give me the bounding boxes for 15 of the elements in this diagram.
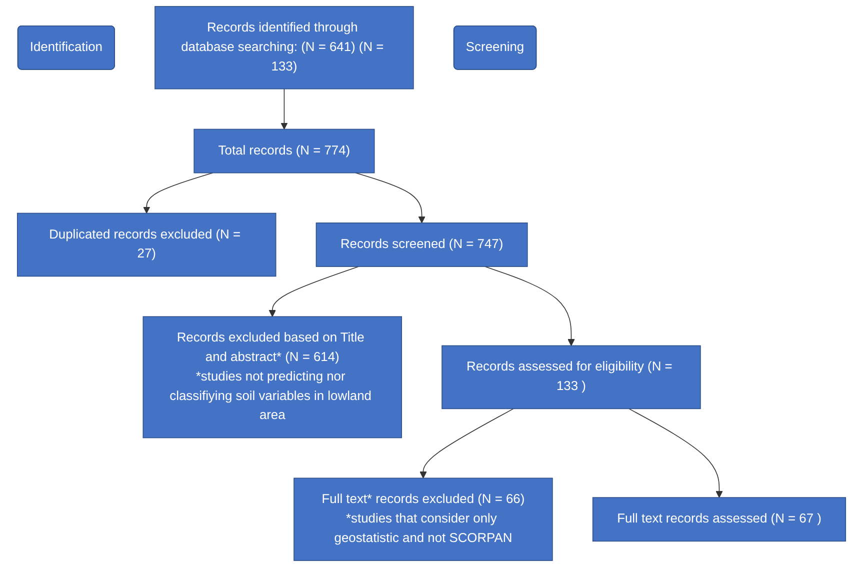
arrow: [280, 88, 288, 130]
arrow: [355, 172, 426, 224]
arrow: [268, 266, 360, 317]
arrow: [420, 408, 514, 478]
node-box: Records screened (N = 747): [316, 222, 528, 267]
node-box: Full text* records excluded (N = 66) *studies that consider only geostatistic and not SCORPAN: [294, 478, 553, 561]
node-box: Records assessed for eligibility (N = 133 ): [442, 345, 701, 410]
arrow: [484, 266, 575, 346]
node-box: Full text records assessed (N = 67 ): [592, 497, 846, 542]
node-box: Records identified through database searching: (N = 641) (N = 133): [154, 6, 414, 90]
node-box: Total records (N = 774): [194, 128, 375, 174]
arrow: [628, 408, 723, 498]
node-box: Records excluded based on Title and abstract* (N = 614) *studies not predicting nor classifiying soil variables in lowland area: [142, 316, 402, 438]
node-box: Duplicated records excluded (N = 27): [16, 212, 276, 277]
arrow: [143, 172, 214, 214]
